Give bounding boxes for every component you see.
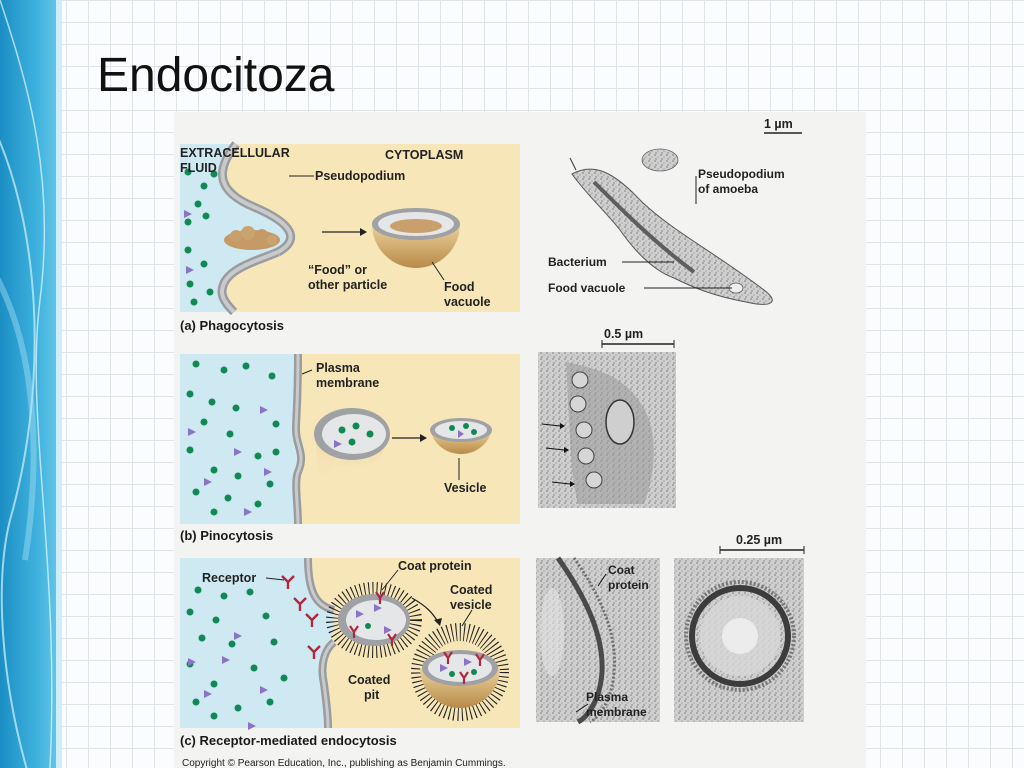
plasma-membrane-label-2: membrane: [316, 376, 379, 390]
particles-a: [184, 168, 218, 306]
copyright-text: Copyright © Pearson Education, Inc., pub…: [182, 758, 506, 768]
food-particle: [224, 226, 280, 250]
coated-vesicle-label: Coated: [450, 583, 492, 597]
coated-pit-label: Coated: [348, 673, 390, 687]
food-vacuole-label-2: vacuole: [444, 295, 491, 309]
cytoplasm-label: CYTOPLASM: [385, 148, 463, 162]
figure-canvas: EXTRACELLULAR FLUID CYTOPLASM Pseudopodi…: [174, 112, 866, 768]
micrograph-food-vacuole-label: Food vacuole: [548, 281, 626, 295]
endocytosis-figure: EXTRACELLULAR FLUID CYTOPLASM Pseudopodi…: [174, 112, 866, 768]
pseudopodium-amoeba-label-2: of amoeba: [698, 182, 758, 196]
micrograph-pinocytosis: [538, 352, 676, 508]
caption-phagocytosis: (a) Phagocytosis: [180, 318, 284, 333]
extracellular-region: [180, 144, 291, 312]
pseudopodium-label: Pseudopodium: [315, 169, 405, 183]
panel-pinocytosis: [180, 353, 520, 525]
food-vacuole: [372, 208, 460, 268]
caption-receptor-mediated: (c) Receptor-mediated endocytosis: [180, 733, 397, 748]
plasma-membrane-label: Plasma: [316, 361, 361, 375]
micrograph-coated-pit: [536, 556, 660, 725]
panel-receptor-mediated: [180, 557, 520, 730]
slide-title: Endocitoza: [97, 49, 335, 102]
plasma-membrane-micro-label-2: membrane: [586, 705, 647, 719]
coated-pit-label-2: pit: [364, 688, 380, 702]
food-particle-label-2: other particle: [308, 278, 387, 292]
coated-vesicle-label-2: vesicle: [450, 598, 492, 612]
micrograph-coated-vesicle: [674, 558, 804, 722]
micrograph-phagocytosis: [569, 148, 773, 305]
extracellular-fluid-label: EXTRACELLULAR: [180, 146, 290, 160]
vesicle-label: Vesicle: [444, 481, 486, 495]
decorative-side-band: [0, 0, 62, 768]
pseudopodium-amoeba-label: Pseudopodium: [698, 167, 785, 181]
food-vacuole-label: Food: [444, 280, 475, 294]
coat-protein-micro-label: Coat: [608, 563, 635, 577]
scale-0-25um: 0.25 µm: [736, 533, 782, 547]
extracellular-fluid-label-2: FLUID: [180, 161, 217, 175]
receptor-label: Receptor: [202, 571, 256, 585]
food-particle-label: “Food” or: [308, 263, 367, 277]
scale-0-5um: 0.5 µm: [604, 327, 643, 341]
panel-phagocytosis: [180, 141, 520, 316]
scale-1um: 1 µm: [764, 117, 793, 131]
coat-protein-label: Coat protein: [398, 559, 472, 573]
coat-protein-micro-label-2: protein: [608, 578, 649, 592]
bacterium-label: Bacterium: [548, 255, 607, 269]
plasma-membrane-micro-label: Plasma: [586, 690, 628, 704]
caption-pinocytosis: (b) Pinocytosis: [180, 528, 273, 543]
